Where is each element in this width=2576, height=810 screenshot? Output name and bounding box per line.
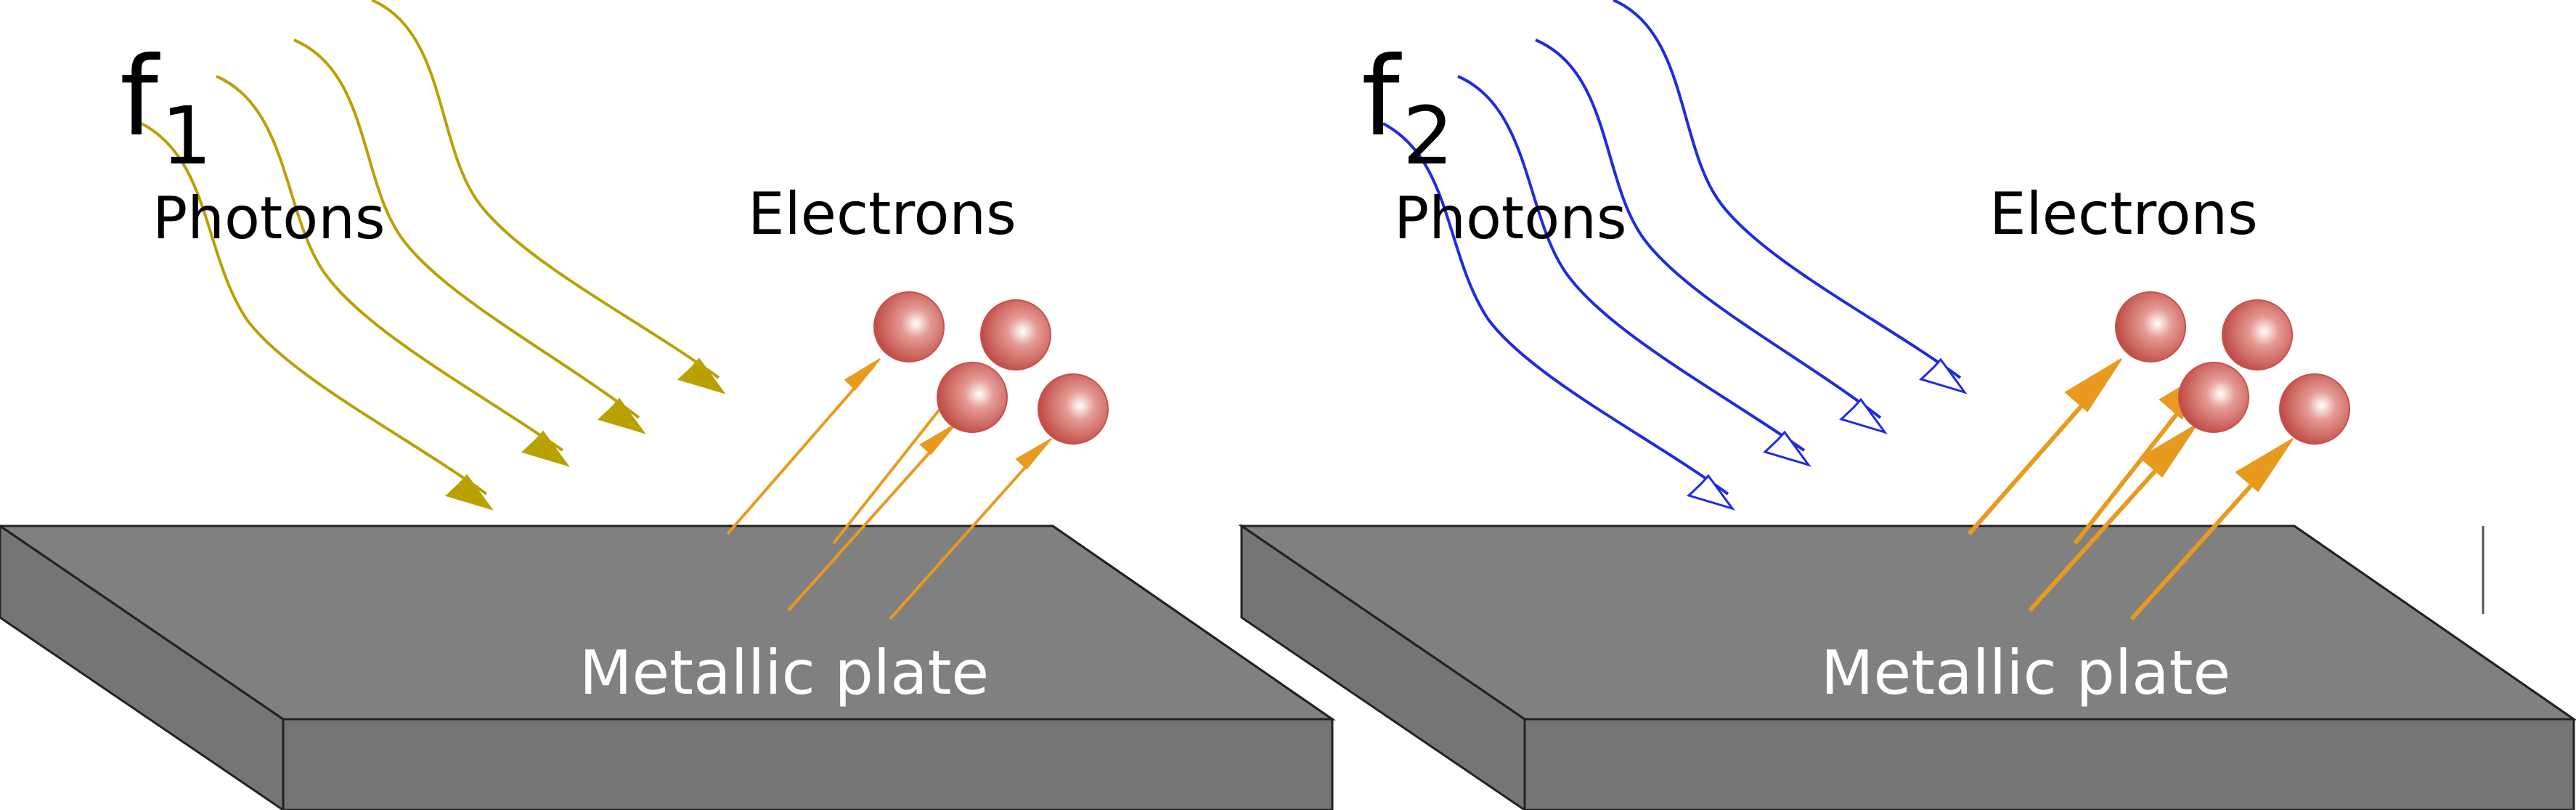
plate-front-face (1523, 718, 2575, 810)
photon-arrowhead (1919, 357, 1968, 394)
photon-waves (141, 0, 726, 511)
photons-label: Photons (1394, 185, 1627, 252)
electron (1038, 373, 1109, 445)
electrons (873, 291, 1109, 445)
photon-arrowhead (1763, 430, 1811, 467)
electron-arrow-head (844, 358, 881, 391)
electron (873, 291, 945, 363)
photon-wave (1382, 122, 1729, 495)
photon-waves (1382, 0, 1968, 511)
frequency-subscript: 1 (161, 89, 212, 182)
frequency-subscript: 2 (1403, 89, 1454, 182)
frequency-label: f (120, 34, 160, 161)
electron (2279, 373, 2350, 445)
photon-arrowhead (677, 357, 726, 394)
photon-arrowhead (521, 430, 570, 467)
plate-edge (0, 525, 284, 721)
electron (980, 299, 1051, 370)
electron-arrows (1967, 358, 2294, 621)
frequency-symbol: f (1361, 34, 1402, 161)
plate-front-face (282, 718, 1334, 810)
photon-arrowhead (445, 474, 494, 511)
electron-arrow (787, 429, 951, 612)
frequency-label: f (1361, 34, 1402, 161)
electron (2115, 291, 2186, 363)
photon-wave (293, 39, 640, 419)
electron (937, 362, 1008, 433)
panel-1: Metallic plate (0, 0, 1336, 810)
plate-label: Metallic plate (1821, 637, 2230, 708)
electron (2222, 299, 2293, 370)
plate-edge (1241, 525, 1525, 721)
electron-arrow-head (919, 424, 956, 455)
photon-wave (371, 0, 720, 379)
panel-2: Metallic plate f 2 (1238, 0, 2576, 810)
electrons-label: Electrons (1989, 180, 2258, 248)
plate-label: Metallic plate (579, 637, 989, 708)
metallic-plate (1238, 524, 2576, 810)
electron-arrow (726, 363, 876, 535)
electron-arrow-head (2139, 424, 2198, 478)
metallic-plate (0, 525, 1336, 810)
electron-arrow-head (1015, 438, 1052, 470)
plate-outline (1240, 525, 2575, 810)
electrons (2115, 291, 2350, 445)
electron-arrow-head (2235, 438, 2294, 493)
photon-wave (1535, 39, 1882, 419)
photon-arrowhead (1687, 474, 1735, 511)
plate-outline (0, 525, 1334, 810)
photon-wave (141, 122, 488, 495)
electron-arrow-head (2064, 358, 2122, 413)
frequency-symbol: f (120, 34, 160, 161)
photon-arrowhead (1839, 397, 1888, 434)
photon-wave (1457, 75, 1806, 452)
photons-label: Photons (152, 185, 386, 252)
photon-wave (216, 75, 564, 452)
photon-arrowhead (598, 397, 646, 434)
electrons-label: Electrons (748, 180, 1016, 248)
electron (2178, 362, 2249, 433)
photon-wave (1613, 0, 1962, 379)
electron-arrow (889, 443, 1047, 620)
